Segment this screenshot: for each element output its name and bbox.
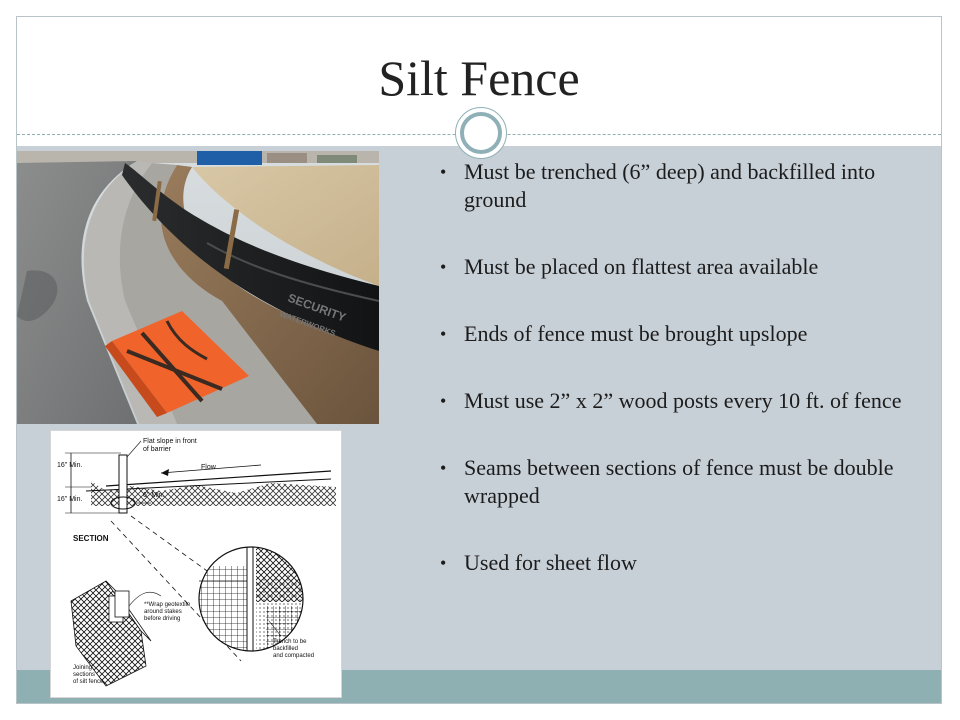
decorative-ring-icon [460, 112, 502, 154]
slide-title: Silt Fence [378, 50, 580, 106]
bullet-dot-icon: • [440, 391, 447, 411]
bullet-dot-icon: • [440, 553, 447, 573]
bullet-item: • Must be placed on flattest area availab… [440, 253, 910, 281]
bullet-text: Must use 2” x 2” wood posts every 10 ft.… [464, 388, 902, 413]
label-section: SECTION [73, 534, 109, 543]
label-wrap-2: around stakes [144, 609, 182, 615]
label-joining-3: of silt fence [73, 679, 104, 685]
bullet-text: Ends of fence must be brought upslope [464, 321, 808, 346]
label-trench-2: backfilled [273, 646, 298, 652]
silt-fence-photo-image: SECURITY WATERWORKS [17, 151, 379, 424]
bullet-dot-icon: • [440, 324, 447, 344]
dimension-6-min: 6" Min. [143, 492, 165, 499]
silt-fence-diagram: 16" Min. 16" Min. 6" Min. Flat slope in … [50, 430, 342, 698]
bullet-item: • Must be trenched (6” deep) and backfill… [440, 158, 910, 214]
bullet-text: Used for sheet flow [464, 550, 637, 575]
label-wrap-1: **Wrap geotextile [144, 602, 191, 608]
label-joining-2: sections [73, 672, 95, 678]
bullet-item: • Ends of fence must be brought upslope [440, 320, 910, 348]
bullet-item: • Seams between sections of fence must be… [440, 454, 910, 510]
dimension-16-min-bottom: 16" Min. [57, 496, 82, 503]
label-flat-slope: Flat slope in front [143, 438, 197, 445]
bullet-list: • Must be trenched (6” deep) and backfill… [440, 158, 910, 577]
label-joining-1: Joining [73, 665, 92, 671]
bullet-text: Must be placed on flattest area availabl… [464, 254, 819, 279]
bullet-item: • Must use 2” x 2” wood posts every 10 ft… [440, 387, 910, 415]
label-wrap-3: before driving [144, 616, 180, 622]
silt-fence-photo: SECURITY WATERWORKS [17, 151, 379, 424]
label-flat-slope-2: of barrier [143, 446, 172, 453]
label-flow: Flow [201, 464, 217, 471]
bullet-dot-icon: • [440, 257, 447, 277]
bullet-text: Seams between sections of fence must be … [464, 455, 894, 508]
silt-fence-diagram-drawing: 16" Min. 16" Min. 6" Min. Flat slope in … [57, 438, 336, 687]
bullet-dot-icon: • [440, 162, 447, 182]
bullet-dot-icon: • [440, 458, 447, 478]
label-trench-1: Trench to be [273, 639, 307, 645]
bullet-text: Must be trenched (6” deep) and backfille… [464, 159, 876, 212]
dimension-16-min-top: 16" Min. [57, 462, 82, 469]
bullet-item: • Used for sheet flow [440, 549, 910, 577]
label-trench-3: and compacted [273, 653, 314, 659]
